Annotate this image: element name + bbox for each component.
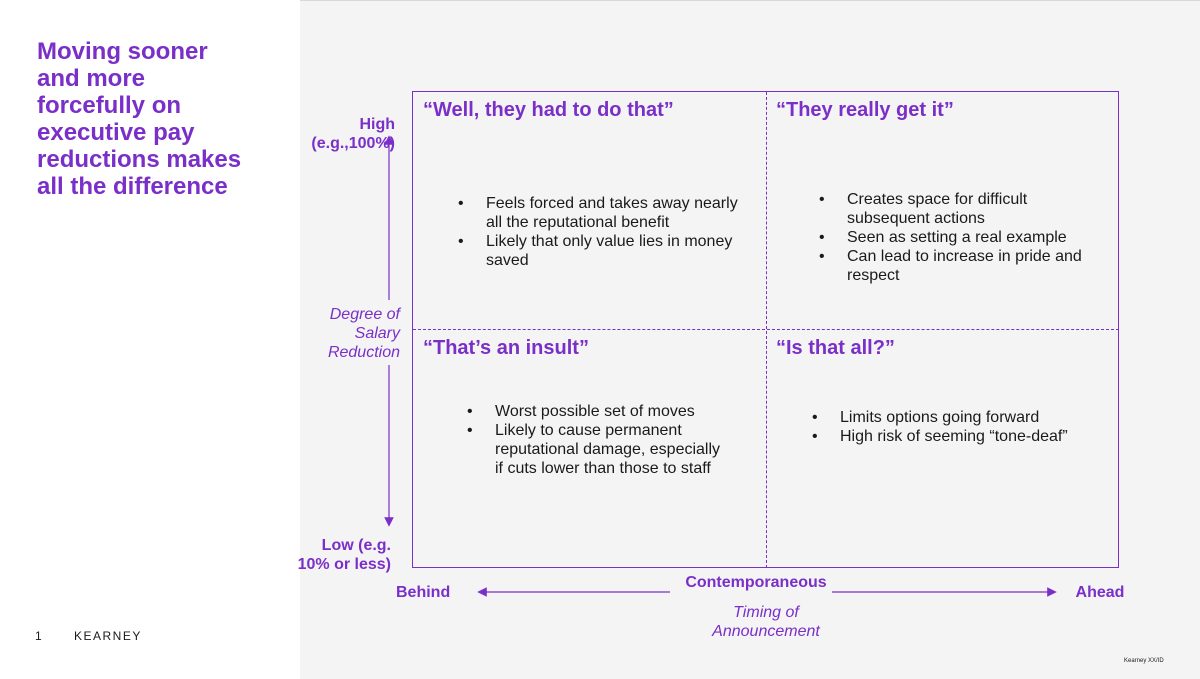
- footer-code: Kearney XX/ID: [1124, 658, 1164, 664]
- quadrant-bottom-left-title: “That’s an insult”: [423, 337, 589, 359]
- list-item: Feels forced and takes away nearly all t…: [458, 194, 748, 232]
- quadrant-bottom-left-list: Worst possible set of moves Likely to ca…: [467, 402, 727, 478]
- x-axis-title: Timing of Announcement: [712, 604, 820, 640]
- x-axis-right-label: Ahead: [1075, 584, 1125, 601]
- top-rule: [0, 0, 1200, 1]
- list-item: Likely that only value lies in money sav…: [458, 232, 748, 270]
- page-number: 1: [35, 629, 42, 643]
- quadrant-top-right-title: “They really get it”: [776, 99, 954, 121]
- y-axis-low-label: Low (e.g. 10% or less): [297, 537, 391, 573]
- list-item: Seen as setting a real example: [819, 228, 1114, 247]
- quadrant-top-left-title: “Well, they had to do that”: [423, 99, 674, 121]
- quadrant-top-left-list: Feels forced and takes away nearly all t…: [458, 194, 748, 270]
- matrix-vertical-divider: [766, 92, 767, 568]
- quadrant-bottom-right-title: “Is that all?”: [776, 337, 895, 359]
- list-item: Creates space for difficult subsequent a…: [819, 190, 1114, 228]
- slide-title: Moving sooner and more forcefully on exe…: [37, 38, 242, 200]
- matrix-horizontal-divider: [413, 329, 1119, 330]
- list-item: High risk of seeming “tone-deaf”: [812, 427, 1112, 446]
- x-axis-left-label: Behind: [396, 584, 451, 601]
- brand-logo-text: KEARNEY: [74, 629, 142, 643]
- y-axis-title: Degree of Salary Reduction: [327, 306, 400, 361]
- x-axis-middle-label: Contemporaneous: [685, 574, 827, 591]
- list-item: Likely to cause permanent reputational d…: [467, 421, 727, 478]
- list-item: Can lead to increase in pride and respec…: [819, 247, 1114, 285]
- y-axis-high-label: High (e.g.,100%): [311, 116, 395, 152]
- list-item: Limits options going forward: [812, 408, 1112, 427]
- left-panel: [0, 0, 300, 679]
- quadrant-bottom-right-list: Limits options going forward High risk o…: [812, 408, 1112, 446]
- list-item: Worst possible set of moves: [467, 402, 727, 421]
- quadrant-top-right-list: Creates space for difficult subsequent a…: [819, 190, 1114, 285]
